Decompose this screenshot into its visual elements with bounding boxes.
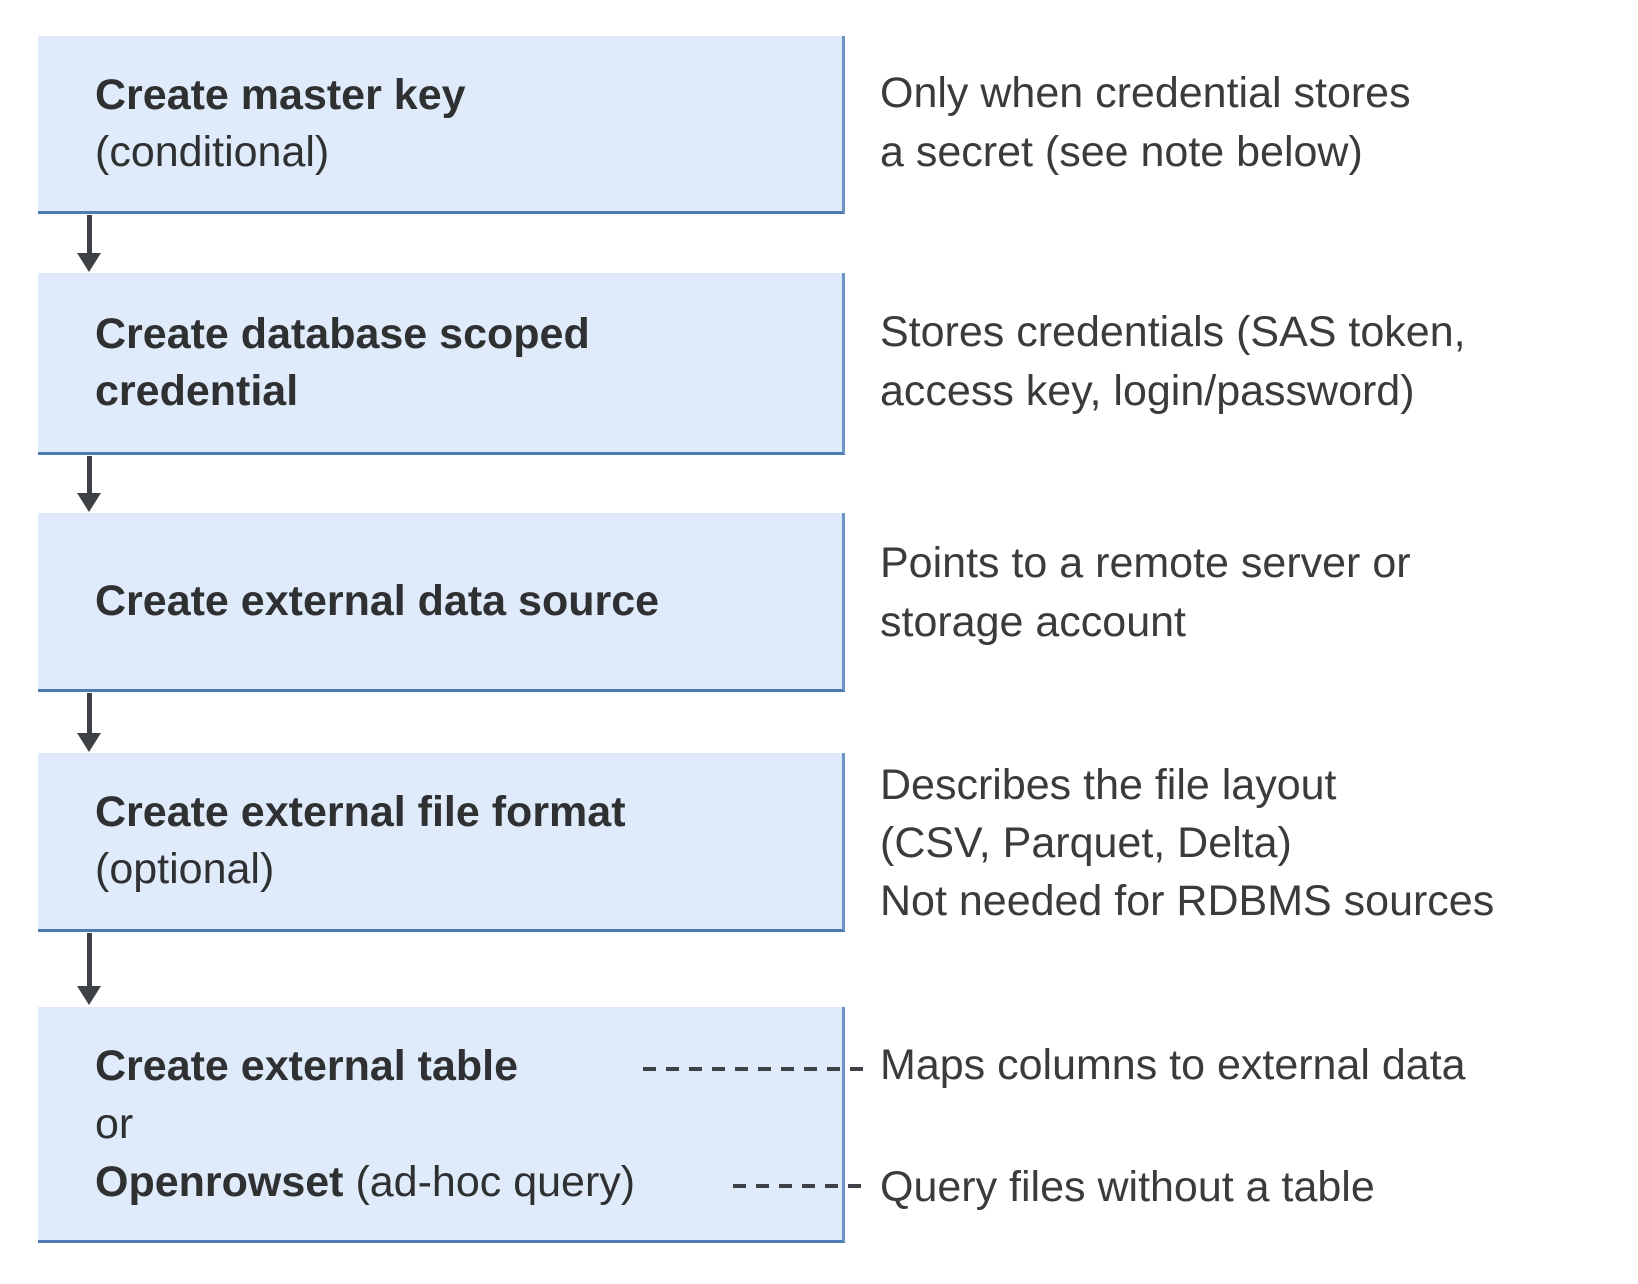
note-line: (CSV, Parquet, Delta) — [880, 819, 1292, 867]
flow-box-create-external-table-or-openrowset: Create external table or Openrowset (ad-… — [38, 1007, 845, 1243]
step-subtitle: (optional) — [95, 845, 275, 893]
flow-box-create-database-scoped-credential: Create database scoped credential — [38, 273, 845, 455]
arrow-shaft — [86, 933, 92, 986]
step-option-2: Openrowset (ad-hoc query) — [95, 1153, 842, 1211]
note-line: Not needed for RDBMS sources — [880, 877, 1495, 925]
note-line: Describes the file layout — [880, 761, 1337, 809]
note-external-table: Maps columns to external data — [880, 1036, 1466, 1095]
step-option-2-title: Openrowset — [95, 1157, 344, 1206]
note-line: storage account — [880, 598, 1186, 646]
arrow-head — [77, 253, 101, 272]
flow-box-create-master-key: Create master key (conditional) — [38, 36, 845, 214]
note-line: a secret (see note below) — [880, 128, 1363, 176]
note-openrowset: Query files without a table — [880, 1158, 1375, 1217]
arrow-shaft — [86, 456, 92, 493]
down-arrow-icon — [77, 215, 101, 272]
note-line: Only when credential stores — [880, 69, 1411, 117]
note-database-scoped-credential: Stores credentials (SAS token, access ke… — [880, 303, 1466, 421]
note-line: Maps columns to external data — [880, 1041, 1466, 1089]
dashed-connector-external-table — [643, 1067, 865, 1071]
step-title: Create external file format — [95, 788, 626, 836]
step-title: Create master key — [95, 70, 466, 119]
note-master-key: Only when credential stores a secret (se… — [880, 64, 1411, 182]
arrow-head — [77, 986, 101, 1005]
note-line: Points to a remote server or — [880, 539, 1411, 587]
arrow-shaft — [86, 215, 92, 253]
dashed-connector-openrowset — [733, 1184, 865, 1188]
step-option-1-title: Create external table — [95, 1041, 519, 1090]
down-arrow-icon — [77, 693, 101, 752]
note-line: access key, login/password) — [880, 367, 1415, 415]
flow-box-create-external-data-source: Create external data source — [38, 513, 845, 692]
step-title-line2: credential — [95, 366, 299, 415]
arrow-head — [77, 493, 101, 512]
note-external-file-format: Describes the file layout (CSV, Parquet,… — [880, 756, 1494, 930]
arrow-head — [77, 733, 101, 752]
arrow-shaft — [86, 693, 92, 733]
step-title: Create external data source — [95, 576, 660, 625]
step-option-2-detail: (ad-hoc query) — [355, 1157, 636, 1206]
note-line: Stores credentials (SAS token, — [880, 308, 1466, 356]
step-subtitle: (conditional) — [95, 127, 330, 176]
note-line: Query files without a table — [880, 1163, 1375, 1211]
step-title-line1: Create database scoped — [95, 309, 590, 358]
flow-box-create-external-file-format: Create external file format (optional) — [38, 753, 845, 932]
step-option-1: Create external table — [95, 1037, 842, 1095]
down-arrow-icon — [77, 456, 101, 512]
step-option-connector: or — [95, 1099, 134, 1148]
note-external-data-source: Points to a remote server or storage acc… — [880, 534, 1411, 652]
down-arrow-icon — [77, 933, 101, 1005]
